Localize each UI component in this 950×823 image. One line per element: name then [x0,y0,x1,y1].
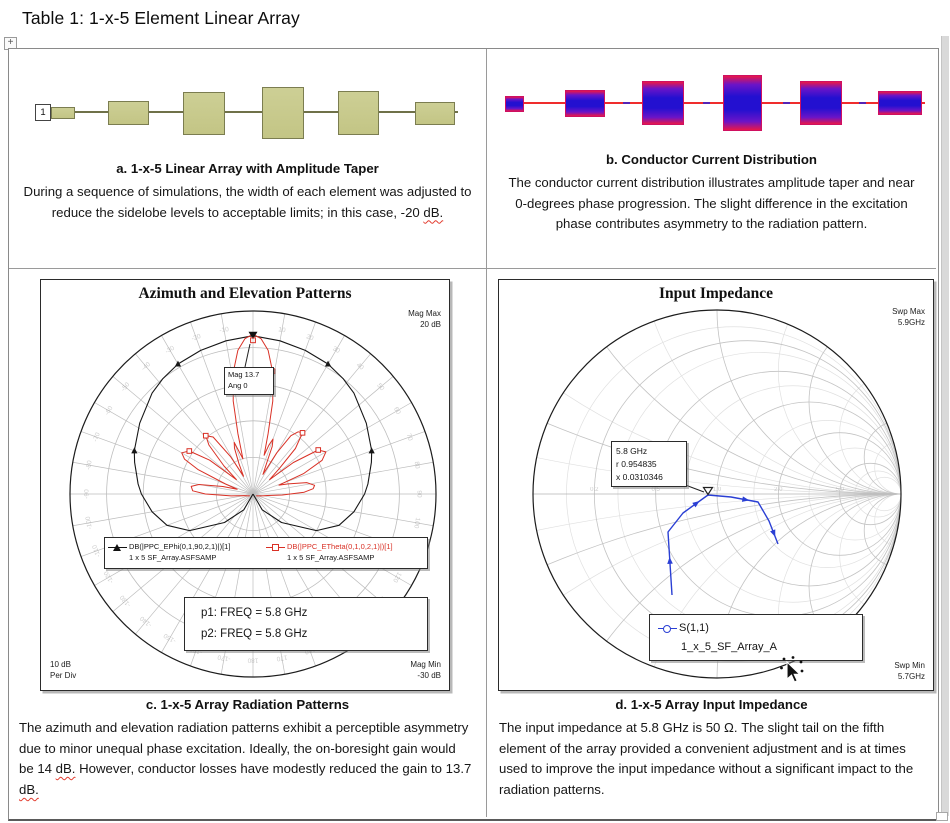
array-element-1 [108,101,149,125]
frequency-param-box: p1: FREQ = 5.8 GHz p2: FREQ = 5.8 GHz [184,597,428,651]
line-current-dash [783,102,790,104]
paragraph-d: The input impedance at 5.8 GHz is 50 Ω. … [499,720,914,797]
feedline [39,111,458,113]
paragraph-c: The azimuth and elevation radiation patt… [19,720,472,797]
current-element-3 [723,75,762,131]
svg-text:-50: -50 [120,381,132,393]
svg-text:170: 170 [276,653,288,662]
svg-text:-170: -170 [217,653,231,662]
marker-annotation-box: Mag 13.7 Ang 0 [224,367,274,395]
svg-text:100: 100 [412,517,421,529]
svg-text:10: 10 [278,326,287,334]
square-marker-icon [266,543,285,552]
svg-text:-20: -20 [191,333,203,343]
svg-text:5.0: 5.0 [835,487,844,493]
svg-text:-90: -90 [83,489,90,499]
svg-text:-10: -10 [219,326,230,335]
smith-chart-title: Input Impedance [658,285,774,302]
current-element-2 [642,81,684,125]
line-current-dash [703,102,710,104]
svg-text:60: 60 [392,406,402,416]
caption-c: c. 1-x-5 Array Radiation Patterns [145,697,350,712]
cell-c-radiation-patterns: -170-160-150-140-130-120-110-100-90-80-7… [9,269,487,817]
mag-max-label: Mag Max 20 dB [408,309,441,330]
swp-min-label: Swp Min 5.7GHz [894,660,925,681]
svg-text:-30: -30 [164,345,176,356]
svg-text:-100: -100 [85,515,94,529]
current-element-1 [565,90,605,117]
scrollbar-track[interactable] [941,36,949,816]
svg-text:-70: -70 [92,431,102,443]
svg-text:90: 90 [416,490,423,498]
s11-legend: S(1,1) 1_x_5_SF_Array_A [649,614,863,662]
svg-text:-130: -130 [119,593,133,608]
array-feed-stub [51,107,75,119]
svg-text:1.0: 1.0 [713,487,722,493]
svg-text:120: 120 [391,571,403,584]
cell-d-input-impedance: 0.2 0.5 1.0 2.0 5.0 Input Impedance Swp Max … [487,269,936,817]
mag-min-label: Mag Min -30 dB [410,659,441,680]
per-div-label: 10 dB Per Div [50,659,77,680]
svg-text:0.5: 0.5 [651,487,660,493]
polar-legend: DB(|PPC_EPhi(0,1,90,2,1)|)[1] 1 x 5 SF_A… [104,537,428,569]
line-current-dash [859,102,866,104]
current-element-4 [800,81,842,125]
radiation-pattern-chart: -170-160-150-140-130-120-110-100-90-80-7… [40,279,450,691]
cell-b-current-distribution: b. Conductor Current Distribution The co… [487,49,936,269]
svg-text:-110: -110 [91,543,102,558]
smith-chart: 0.2 0.5 1.0 2.0 5.0 Input Impedance Swp Max … [498,279,934,691]
legend-entry-etheta: DB(|PPC_ETheta(0,1,0,2,1)|)[1] 1 x 5 SF_… [266,542,424,564]
array-element-4 [338,91,379,135]
svg-text:-40: -40 [140,361,152,373]
svg-text:180: 180 [247,657,258,664]
table: 1 a. 1-x-5 Linear Array with Amplitude T… [8,48,939,821]
polar-chart-title: Azimuth and Elevation Patterns [138,285,352,302]
svg-text:-140: -140 [139,614,154,628]
cell-a-linear-array: 1 a. 1-x-5 Linear Array with Amplitude T… [9,49,487,269]
current-element-5 [878,91,922,115]
feedline-current [505,102,925,104]
triangle-marker-icon [108,543,127,552]
svg-text:-60: -60 [104,405,115,417]
page-title: Table 1: 1-x-5 Element Linear Array [22,8,300,28]
svg-text:-80: -80 [85,460,94,471]
svg-text:0.2: 0.2 [590,487,599,493]
resize-handle[interactable] [936,812,948,821]
array-element-3 [262,87,304,139]
svg-text:2.0: 2.0 [774,487,783,493]
array-element-5 [415,102,455,125]
svg-text:70: 70 [405,433,414,443]
circle-marker-icon [658,624,677,633]
svg-text:20: 20 [305,333,315,342]
caption-a: a. 1-x-5 Linear Array with Amplitude Tap… [116,161,379,176]
svg-text:-120: -120 [103,569,116,584]
current-port-stub [505,96,524,112]
svg-text:80: 80 [413,461,421,470]
svg-text:30: 30 [331,345,341,355]
mouse-cursor-icon [780,656,806,688]
svg-text:40: 40 [355,362,365,372]
impedance-annotation-box: 5.8 GHz r 0.954835 x 0.0310346 [611,441,687,488]
legend-entry-ephi: DB(|PPC_EPhi(0,1,90,2,1)|)[1] 1 x 5 SF_A… [108,542,266,564]
svg-text:-150: -150 [162,631,177,644]
caption-d: d. 1-x-5 Array Input Impedance [615,697,808,712]
paragraph-a: During a sequence of simulations, the wi… [23,184,472,220]
array-element-2 [183,92,225,135]
paragraph-b: The conductor current distribution illus… [508,175,915,232]
port-1-label: 1 [35,104,51,121]
svg-text:50: 50 [375,382,385,392]
caption-b: b. Conductor Current Distribution [606,152,817,167]
line-current-dash [623,102,630,104]
swp-max-label: Swp Max 5.9GHz [892,307,925,328]
